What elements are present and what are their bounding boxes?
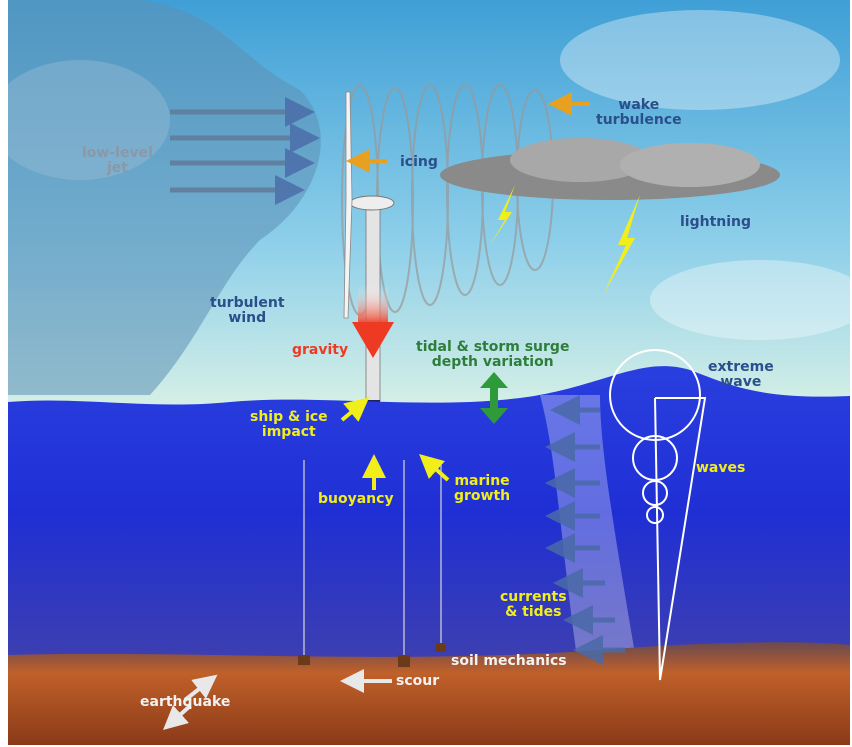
label-icing: icing: [400, 154, 438, 170]
label-gravity: gravity: [292, 342, 349, 358]
label-scour: scour: [396, 673, 440, 689]
seabed: [8, 642, 850, 745]
anchors: [298, 643, 446, 667]
label-earthquake: earthquake: [140, 694, 231, 710]
gravity-arrow: [352, 322, 394, 358]
white-arrows: [163, 669, 392, 730]
mooring-lines: [303, 460, 442, 655]
label-buoyancy: buoyancy: [318, 491, 394, 507]
wave-orbits: [609, 349, 707, 681]
ocean: [8, 366, 850, 660]
label-soil-mechanics: soil mechanics: [451, 653, 567, 669]
label-waves: waves: [696, 460, 746, 476]
lightning-bolts: [490, 185, 640, 295]
label-lightning: lightning: [680, 214, 752, 230]
wind-profile: [8, 0, 321, 395]
storm-cloud: [440, 138, 780, 200]
orange-arrows: [346, 92, 590, 173]
jet-arrows: [170, 97, 320, 205]
yellow-arrows: [340, 397, 450, 490]
current-arrows: [545, 395, 625, 665]
label-currents-tides: currents& tides: [500, 589, 567, 620]
